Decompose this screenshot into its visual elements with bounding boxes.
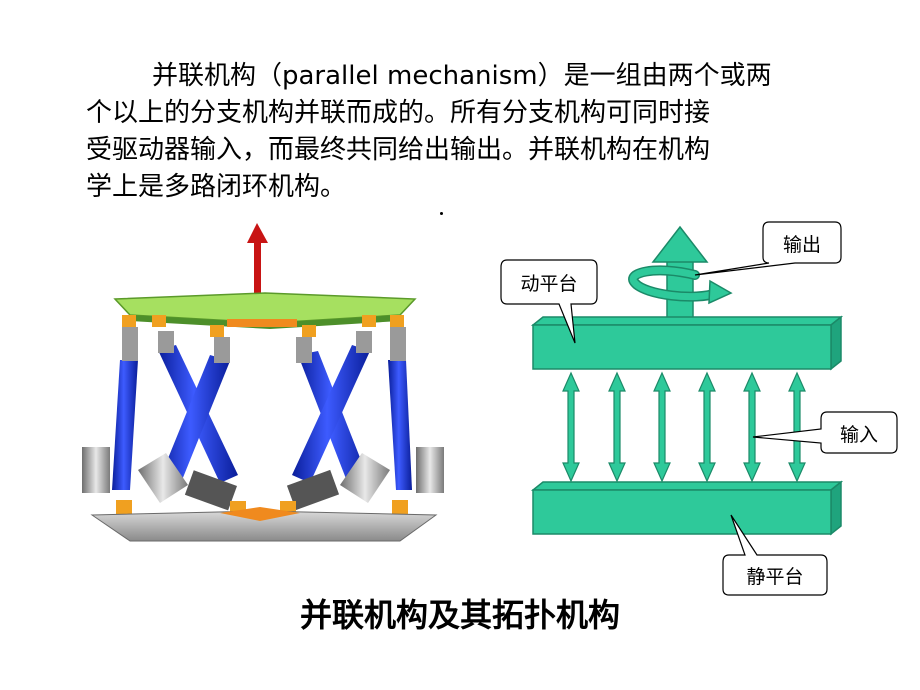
callout-input: 输入 <box>752 411 898 454</box>
paragraph-line-3: 受驱动器输入，而最终共同给出输出。并联机构在机构 <box>86 135 711 165</box>
topology-diagram: 动平台 输出 输入 静平台 <box>500 221 898 596</box>
moving-platform-label: 动平台 <box>520 273 577 295</box>
rotation-arrow-icon <box>628 265 733 305</box>
parallel-mechanism-illustration <box>82 223 444 542</box>
paragraph-line-1: 并联机构（parallel mechanism）是一组由两个或两 <box>152 61 772 91</box>
motors <box>82 447 444 511</box>
input-arrow-4 <box>698 371 716 483</box>
top-joints <box>122 315 404 337</box>
input-label: 输入 <box>840 424 878 446</box>
output-label: 输出 <box>783 234 821 256</box>
callout-output: 输出 <box>694 221 842 276</box>
static-platform-label: 静平台 <box>746 566 803 588</box>
static-platform-block <box>530 480 844 536</box>
actuator-legs <box>112 345 412 490</box>
static-base-3d <box>90 507 438 542</box>
callout-static-platform: 静平台 <box>722 514 828 596</box>
paragraph-line-4: 学上是多路闭环机构。 <box>86 172 347 202</box>
input-arrow-3 <box>653 371 671 483</box>
intro-paragraph: 并联机构（parallel mechanism）是一组由两个或两 个以上的分支机… <box>86 58 846 206</box>
input-arrow-5 <box>743 371 761 483</box>
paragraph-line-2: 个以上的分支机构并联而成的。所有分支机构可同时接 <box>86 98 711 128</box>
input-arrow-1 <box>562 371 580 483</box>
input-arrow-2 <box>608 371 626 483</box>
callout-moving-platform: 动平台 <box>500 259 598 344</box>
input-arrows <box>562 371 806 483</box>
input-arrow-6 <box>788 371 806 483</box>
figure-caption: 并联机构及其拓扑机构 <box>299 596 620 634</box>
leg-connectors <box>122 327 406 363</box>
moving-platform-block <box>530 315 844 371</box>
stray-dot <box>440 212 443 215</box>
